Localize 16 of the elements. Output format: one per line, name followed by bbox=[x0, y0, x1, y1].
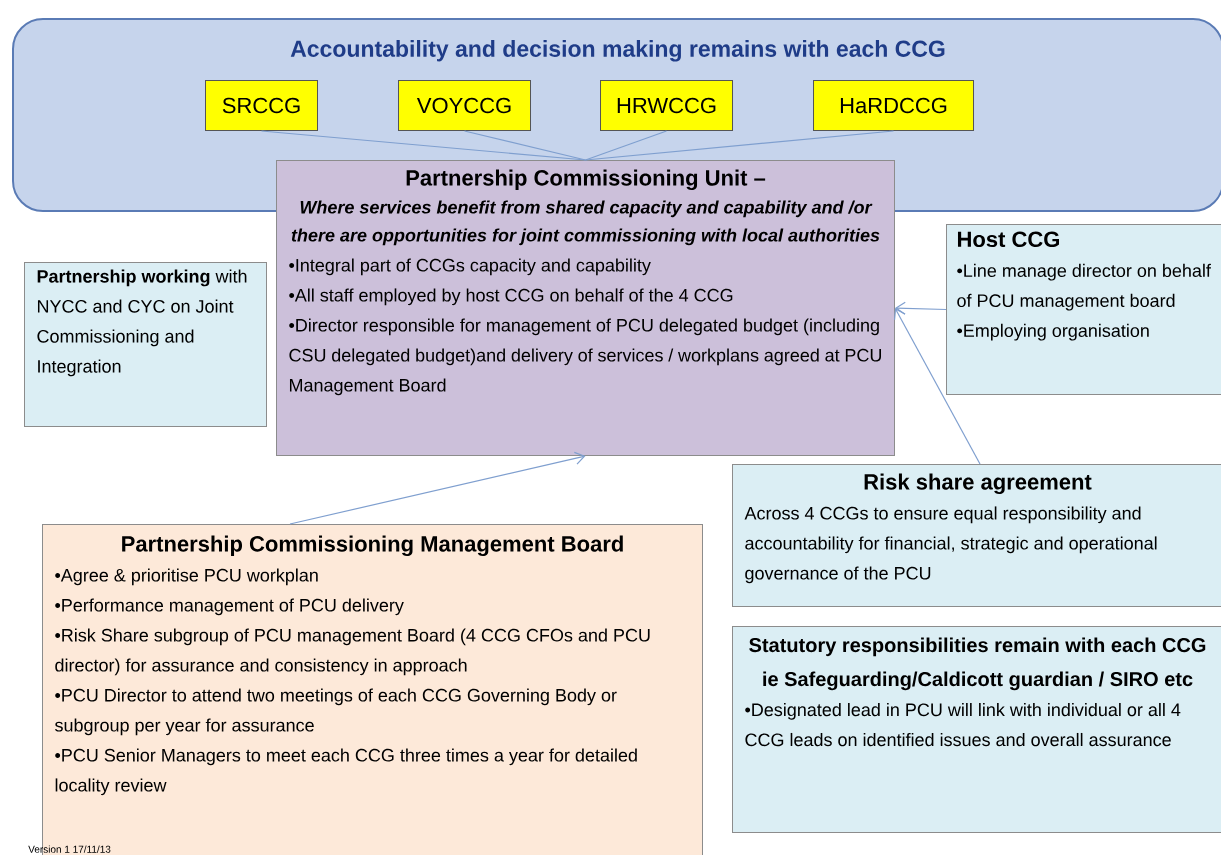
connector-line bbox=[260, 130, 587, 161]
version-note: Version 1 17/11/13 bbox=[28, 845, 111, 853]
side-box: Partnership working with NYCC and CYC on Joint Commissioning and Integration bbox=[24, 262, 267, 427]
arrow bbox=[893, 308, 981, 465]
ccg-box: HaRDCCG bbox=[813, 80, 974, 131]
host-box: Host CCG •Line manage director on behalf of PCU management board •Employing organisation bbox=[946, 224, 1221, 395]
connector-line bbox=[463, 130, 587, 161]
ccg-box: SRCCG bbox=[205, 80, 318, 131]
unit-box: Partnership Commissioning Unit – Where services benefit from shared capacity and capability and /or there are opportunities for joint commissioning with local authorities •Integral part of CCGs capacity and capability •All staff employed by host CCG on behalf of the 4 CCG •Director responsible for management of PCU delegated budget (including CSU delegated budget)and delivery of services / workplans agreed at PCU Management Board bbox=[276, 160, 895, 456]
ccg-box: HRWCCG bbox=[600, 80, 733, 131]
statutory-box: Statutory responsibilities remain with each CCG ie Safeguarding/Caldicott guardian / SIRO etc •Designated lead in PCU will link with individual or all 4 CCG leads on identified issues and overall assurance bbox=[732, 626, 1221, 833]
ccg-box: VOYCCG bbox=[398, 80, 531, 131]
agreement-box: Risk share agreement Across 4 CCGs to ensure equal responsibility and accountability for financial, strategic and operational governance of the PCU bbox=[732, 464, 1221, 607]
connector-line bbox=[584, 130, 895, 161]
arrow bbox=[289, 451, 586, 525]
arrow bbox=[895, 301, 947, 315]
